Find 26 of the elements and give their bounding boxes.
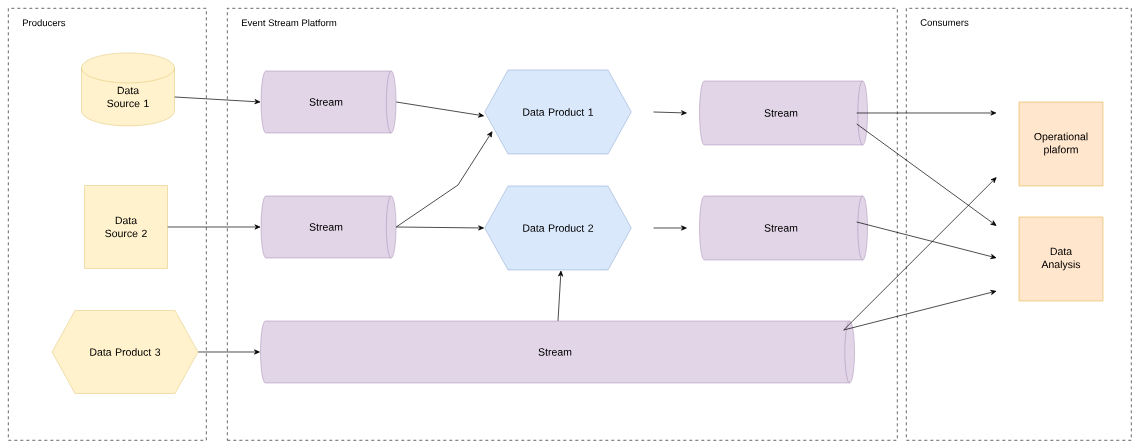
hexagon-node: Data Product 2	[484, 185, 632, 271]
arrow	[856, 110, 997, 116]
arrow	[174, 96, 261, 105]
hexagon-node: Data Product 1	[484, 69, 632, 155]
arrow	[856, 123, 997, 226]
process-box: Data Source 2	[84, 185, 168, 269]
stream-cylinder: Stream	[699, 195, 868, 261]
arrow	[653, 225, 687, 231]
arrow	[167, 224, 261, 230]
arrow	[395, 101, 484, 118]
arrow	[653, 110, 687, 116]
arrow	[197, 349, 260, 355]
stream-cylinder: Stream	[260, 70, 397, 134]
arrow	[843, 290, 997, 331]
stream-cylinder: Stream	[699, 80, 868, 146]
arrow	[856, 221, 997, 259]
process-box: Operational plaform	[1018, 101, 1104, 187]
process-box: Data Analysis	[1018, 216, 1104, 302]
stream-cylinder: Stream	[260, 320, 855, 384]
arrow	[395, 225, 484, 231]
arrow	[395, 131, 493, 228]
arrow	[557, 270, 564, 322]
database-cylinder: Data Source 1	[81, 52, 175, 127]
arrow	[843, 177, 997, 331]
hexagon-node: Data Product 3	[51, 310, 199, 394]
stream-cylinder: Stream	[260, 195, 397, 259]
